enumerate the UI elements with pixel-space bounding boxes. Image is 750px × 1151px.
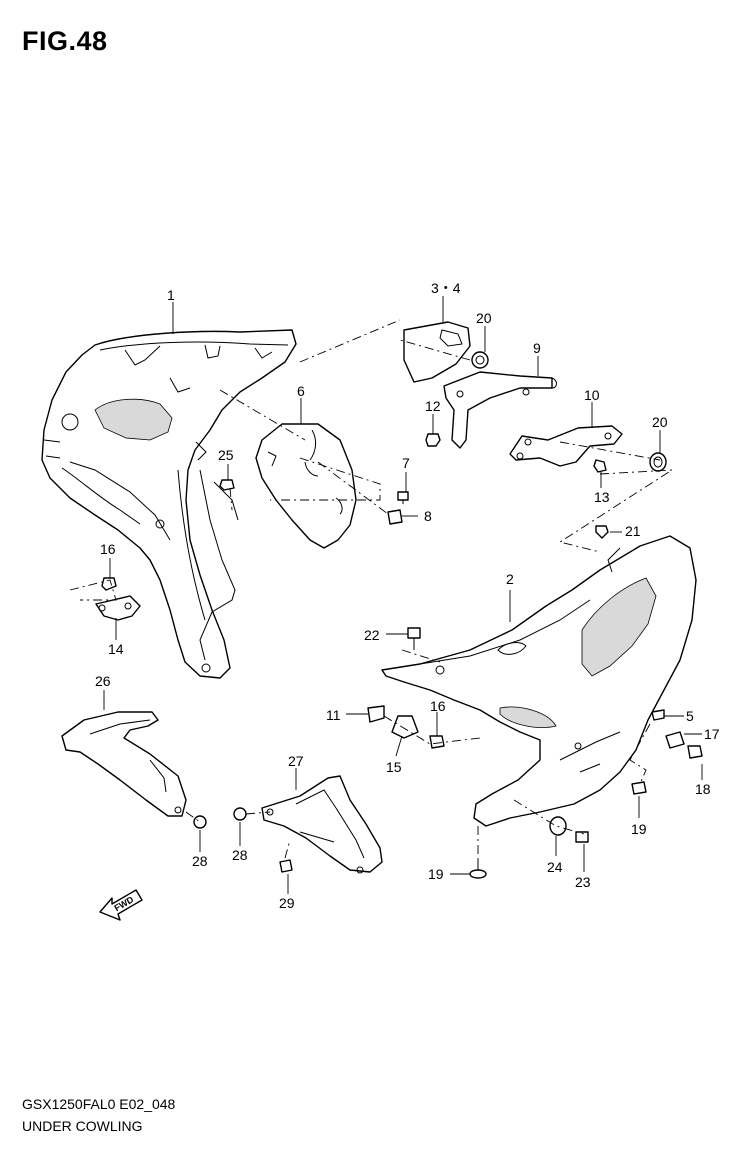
callout-16-left: 16	[100, 541, 116, 557]
callout-21: 21	[625, 523, 641, 539]
callout-3-4: 3・4	[431, 280, 461, 296]
callout-8: 8	[424, 508, 432, 524]
callout-11: 11	[326, 707, 341, 723]
callout-15: 15	[386, 759, 402, 775]
callout-12: 12	[425, 398, 441, 414]
fwd-arrow-icon: FWD	[99, 889, 143, 921]
callout-13: 13	[594, 489, 610, 505]
part-14-bracket	[95, 595, 141, 621]
part-11-clip	[367, 705, 385, 723]
callout-26: 26	[95, 673, 111, 689]
part-16-bolt-right	[429, 735, 445, 749]
part-23-bolt	[575, 831, 589, 843]
part-10-stay-right	[509, 425, 623, 467]
callout-labels: 1 3・4 20 9 10 20 6 12 7 8 13 25 21 16 14…	[95, 280, 720, 911]
callout-20-right: 20	[652, 414, 668, 430]
part-6-inner-panel	[255, 423, 357, 549]
callout-2: 2	[506, 571, 514, 587]
part-9-stay	[443, 371, 557, 449]
part-27-side-piece	[261, 775, 383, 874]
part-24-grommet	[549, 816, 567, 836]
assembly-lines	[69, 319, 674, 862]
part-1-under-cowling-left	[41, 329, 297, 679]
callout-10: 10	[584, 387, 600, 403]
part-28-nut-left	[193, 815, 207, 829]
part-20-grommet-upper	[471, 351, 489, 369]
part-2-under-cowling-right	[381, 535, 697, 827]
part-20-grommet-right	[649, 452, 667, 472]
callout-14: 14	[108, 641, 124, 657]
callout-22: 22	[364, 627, 380, 643]
callout-28-right: 28	[232, 847, 248, 863]
figure-caption: GSX1250FAL0 E02_048 UNDER COWLING	[22, 1093, 175, 1137]
callout-27: 27	[288, 753, 304, 769]
part-19-screw-lower	[469, 860, 487, 879]
part-29-screw	[279, 859, 293, 873]
part-13-bolt	[593, 459, 607, 473]
callout-7: 7	[402, 455, 410, 471]
part-16-bolt-left	[101, 577, 117, 591]
callout-9: 9	[533, 340, 541, 356]
part-15-bracket	[391, 715, 419, 739]
part-28-nut-right	[233, 807, 247, 821]
part-25-bolt	[219, 479, 235, 491]
part-12-bolt	[425, 433, 441, 447]
callout-24: 24	[547, 859, 563, 875]
part-19-screw-right	[631, 781, 647, 795]
part-3-4-bracket	[403, 321, 471, 383]
callout-20-upper: 20	[476, 310, 492, 326]
callout-18: 18	[695, 781, 711, 797]
callout-23: 23	[575, 874, 591, 890]
leader-lines	[103, 296, 703, 894]
figure-name: UNDER COWLING	[22, 1118, 143, 1134]
callout-1: 1	[167, 287, 175, 303]
part-5-clip	[651, 709, 665, 721]
callout-17: 17	[704, 726, 720, 742]
callout-19-right: 19	[631, 821, 647, 837]
callout-19-lower: 19	[428, 866, 444, 882]
part-18-bolt	[687, 745, 703, 759]
figure-title: FIG.48	[22, 26, 108, 56]
callout-25: 25	[218, 447, 234, 463]
callout-28-left: 28	[192, 853, 208, 869]
callout-29: 29	[279, 895, 295, 911]
figure-code: GSX1250FAL0 E02_048	[22, 1096, 176, 1112]
part-21-screw	[595, 525, 609, 539]
part-8-clip	[387, 509, 403, 525]
part-26-side-piece	[61, 711, 187, 817]
part-17-clip	[665, 731, 685, 749]
part-7-bolt	[397, 491, 409, 504]
callout-16-right: 16	[430, 698, 446, 714]
part-22-screw	[407, 627, 421, 650]
callout-5: 5	[686, 708, 694, 724]
callout-6: 6	[297, 383, 305, 399]
